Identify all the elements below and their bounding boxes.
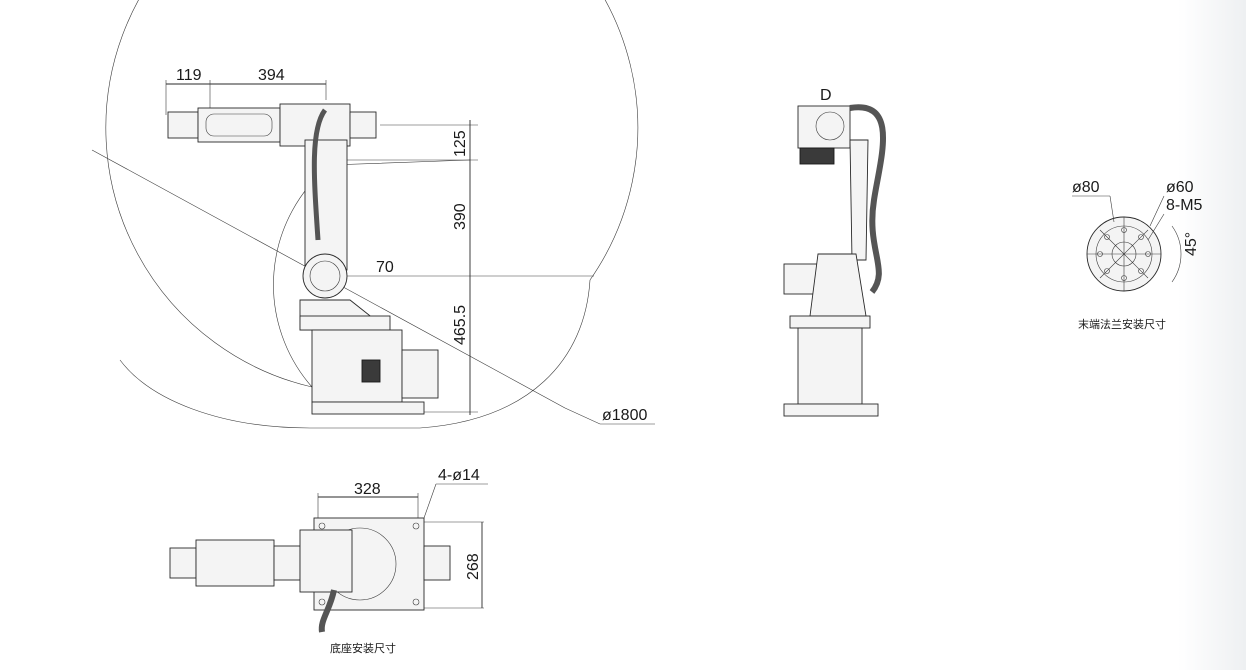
dim-394: 394: [258, 67, 285, 84]
flange-axis-d2: [1099, 229, 1149, 279]
flange-hole: [1097, 251, 1103, 257]
upper-arm: [304, 139, 348, 271]
base-foot: [311, 401, 425, 415]
dim-328: 328: [354, 481, 381, 498]
dim-m5: 8-M5: [1166, 197, 1203, 214]
base-body: [311, 329, 403, 403]
front-shoulder: [809, 253, 867, 317]
flange-caption: 末端法兰安装尺寸: [1078, 317, 1166, 331]
dim-465-5: 465.5: [452, 305, 469, 345]
shoulder-joint: [302, 253, 348, 299]
mount-hole: [412, 522, 420, 530]
dim-reach: ø1800: [602, 407, 647, 424]
forearm-body: [197, 107, 281, 143]
dim-70: 70: [376, 259, 394, 276]
dim-268: 268: [465, 553, 482, 580]
label-d: D: [820, 87, 832, 104]
workspace-outer-arc: [105, 0, 639, 388]
dim-60: ø60: [1166, 179, 1194, 196]
front-upper-arm: [849, 139, 869, 261]
top-caption: 底座安装尺寸: [330, 641, 396, 655]
flange-hole: [1121, 227, 1127, 233]
tool-flange: [167, 111, 199, 139]
flange-hole: [1104, 234, 1110, 240]
mount-hole: [412, 598, 420, 606]
top-base-motor: [423, 545, 451, 581]
reach-leader-tail: [564, 407, 601, 425]
front-shoulder-motor: [783, 263, 819, 295]
side-view: 119 394 125 390 70 465.5 ø1800: [91, 0, 655, 429]
angle-arc: [1171, 225, 1182, 283]
flange-detail: ø80 ø60 8-M5 45° 末端法兰安装尺寸: [1072, 179, 1203, 331]
front-base: [797, 327, 863, 405]
flange-hole: [1138, 234, 1144, 240]
flange-hole: [1138, 268, 1144, 274]
dim-80: ø80: [1072, 179, 1100, 196]
base-motor: [401, 349, 439, 399]
front-turntable: [789, 315, 871, 329]
base-connector: [361, 359, 381, 383]
top-view: 328 4-ø14 268 底座安装尺寸: [169, 467, 488, 655]
front-cable-carrier: [849, 104, 886, 294]
dim-angle: 45°: [1183, 232, 1200, 256]
elbow-motor: [349, 111, 377, 139]
flange-hole: [1145, 251, 1151, 257]
leader-60: [1149, 195, 1165, 227]
flange-face: [815, 111, 845, 141]
leader-4-14: [423, 483, 437, 519]
right-edge-shading: [1178, 0, 1246, 670]
mount-hole: [318, 522, 326, 530]
wrist-motor: [799, 147, 835, 165]
wrist-housing: [797, 105, 851, 149]
front-foot: [783, 403, 879, 417]
leader-m5: [1147, 213, 1165, 241]
forearm-slot: [205, 113, 273, 137]
top-cable-carrier: [318, 589, 337, 633]
front-view: D: [783, 87, 886, 417]
top-tool-flange: [169, 547, 197, 579]
workspace-lower-arc: [119, 279, 591, 429]
top-elbow-housing: [299, 529, 353, 593]
mount-hole: [318, 598, 326, 606]
leader-80-drop: [1109, 195, 1115, 223]
dim-390: 390: [452, 203, 469, 230]
flange-hole: [1121, 275, 1127, 281]
shoulder-joint-inner: [309, 260, 341, 292]
cable-carrier-upper: [311, 108, 328, 241]
dim-4-14: 4-ø14: [438, 467, 480, 484]
top-elbow-motor: [273, 545, 301, 581]
top-forearm: [195, 539, 275, 587]
turntable-plate: [299, 315, 391, 331]
flange-hole: [1104, 268, 1110, 274]
dim-125: 125: [452, 130, 469, 157]
dim-119: 119: [176, 67, 202, 84]
